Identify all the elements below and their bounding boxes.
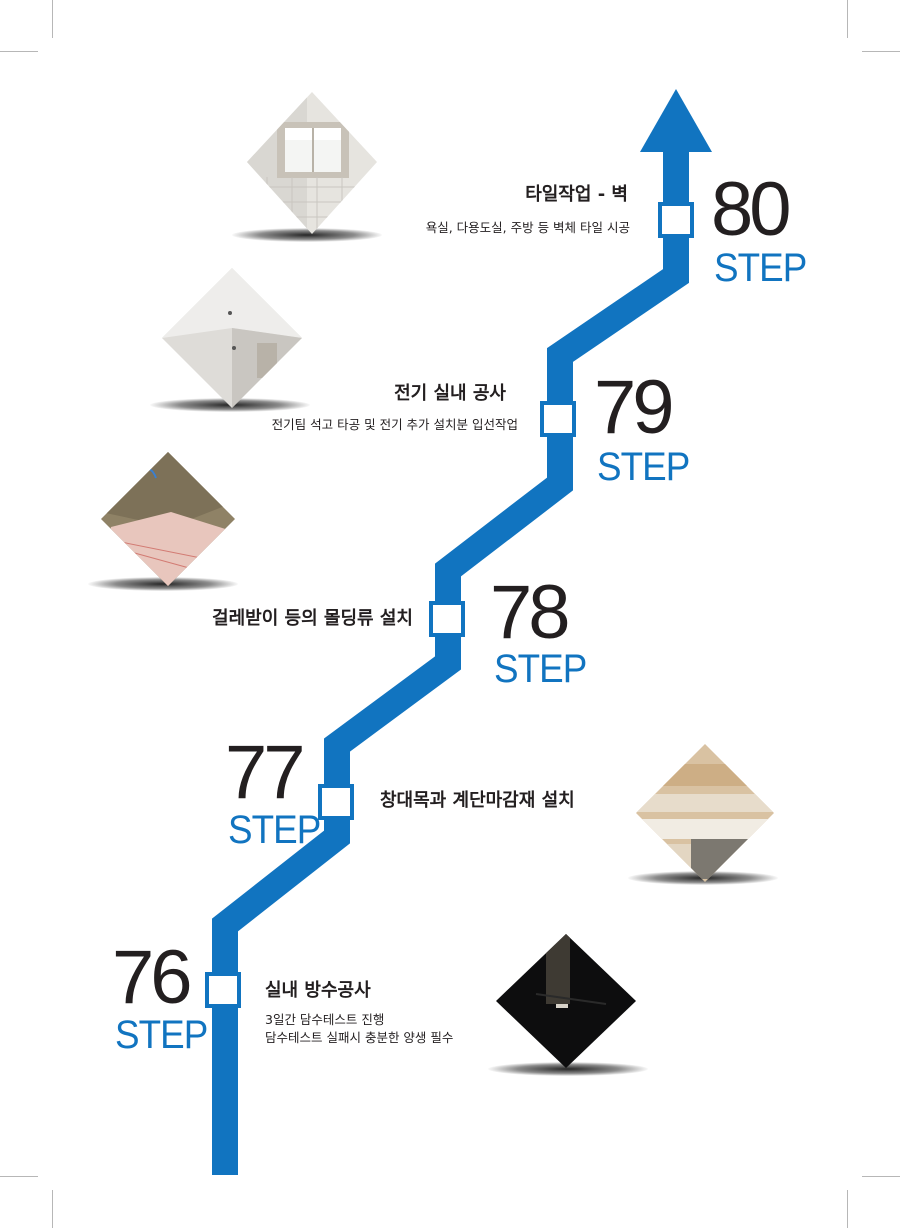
step-desc-76-line1: 3일간 담수테스트 진행 (265, 1012, 385, 1027)
arrow-head (640, 89, 712, 152)
photo-tile-window (247, 92, 377, 234)
crop-mark (862, 51, 900, 52)
photo-shadow (88, 577, 238, 591)
crop-mark (862, 1176, 900, 1177)
crop-mark (847, 0, 848, 38)
step-title-76: 실내 방수공사 (265, 980, 371, 1001)
step-title-77: 창대목과 계단마감재 설치 (380, 790, 575, 811)
step-number-78: 78 (490, 570, 571, 655)
step-marker-78 (429, 601, 465, 637)
photo-wood-boards (636, 744, 774, 882)
step-marker-80 (658, 202, 694, 238)
step-desc-79: 전기팀 석고 타공 및 전기 추가 설치분 입선작업 (271, 417, 518, 432)
step-number-76: 76 (112, 935, 193, 1020)
step-marker-77 (318, 784, 354, 820)
step-number-77: 77 (225, 730, 306, 815)
crop-mark (0, 51, 38, 52)
crop-mark (847, 1190, 848, 1228)
step-number-80: 80 (711, 167, 792, 252)
step-desc-80: 욕실, 다용도실, 주방 등 벽체 타일 시공 (425, 220, 630, 235)
crop-mark (0, 1176, 38, 1177)
step-label-80: STEP (714, 246, 807, 290)
crop-mark (52, 0, 53, 38)
photo-floor-corner (101, 452, 235, 586)
step-marker-79 (540, 401, 576, 437)
step-title-79: 전기 실내 공사 (394, 383, 506, 404)
step-label-77: STEP (228, 808, 321, 852)
crop-mark (52, 1190, 53, 1228)
photo-waterproofing (496, 934, 636, 1068)
step-title-78: 걸레받이 등의 몰딩류 설치 (212, 608, 413, 629)
photo-shadow (488, 1062, 648, 1076)
step-title-80: 타일작업 - 벽 (525, 184, 628, 205)
step-desc-76-line2: 담수테스트 실패시 충분한 양생 필수 (265, 1030, 454, 1045)
step-number-79: 79 (594, 365, 675, 450)
step-label-76: STEP (115, 1013, 208, 1057)
photo-ceiling (162, 268, 302, 408)
step-label-78: STEP (494, 647, 587, 691)
photo-shadow (232, 228, 382, 242)
step-label-79: STEP (597, 445, 690, 489)
step-marker-76 (205, 972, 241, 1008)
